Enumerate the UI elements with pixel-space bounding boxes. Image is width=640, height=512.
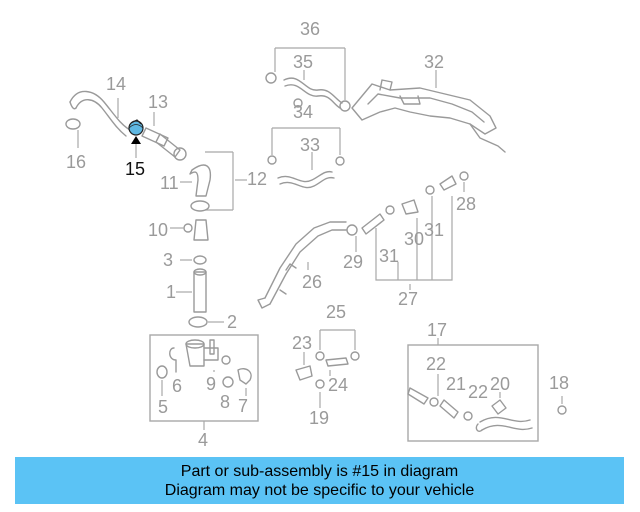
- callout-10: 10: [148, 220, 168, 240]
- callout-18: 18: [549, 373, 569, 393]
- callout-15: 15: [125, 159, 145, 179]
- coolant-pipe-middle: [257, 171, 469, 309]
- callout-30: 30: [404, 229, 424, 249]
- callout-16: 16: [66, 152, 86, 172]
- info-banner: Part or sub-assembly is #15 in diagram D…: [15, 457, 624, 504]
- callout-31b: 31: [424, 220, 444, 240]
- callout-21: 21: [446, 374, 466, 394]
- banner-line-2: Diagram may not be specific to your vehi…: [164, 481, 475, 499]
- callout-29: 29: [343, 252, 363, 272]
- callout-23: 23: [292, 333, 312, 353]
- callout-17: 17: [427, 320, 447, 340]
- callout-34: 34: [293, 102, 313, 122]
- callout-6: 6: [172, 376, 182, 396]
- box-17-group: [407, 338, 567, 442]
- callout-13: 13: [148, 92, 168, 112]
- callout-31a: 31: [379, 246, 399, 266]
- callout-12: 12: [247, 169, 267, 189]
- callout-9: 9: [206, 374, 216, 394]
- callout-22a: 22: [426, 354, 446, 374]
- elbow-and-pipe-stack: [170, 151, 247, 328]
- callout-11: 11: [160, 173, 179, 193]
- callout-35: 35: [293, 52, 313, 72]
- callout-20: 20: [490, 374, 510, 394]
- callout-1: 1: [166, 282, 176, 302]
- hose-assembly-left: [65, 90, 187, 161]
- callout-2: 2: [227, 312, 237, 332]
- callout-labels: 36 35 34 33 32 14 13 15 16 11 12 10 3 1 …: [66, 19, 569, 450]
- callout-25: 25: [326, 302, 346, 322]
- callout-28: 28: [456, 194, 476, 214]
- callout-24: 24: [328, 375, 348, 395]
- callout-7: 7: [238, 396, 248, 416]
- small-hose-group: [295, 329, 360, 408]
- part-32-bracket: [351, 70, 506, 153]
- callout-3: 3: [163, 250, 173, 270]
- hose-group-top: [265, 47, 351, 189]
- callout-27: 27: [398, 289, 418, 309]
- callout-5: 5: [158, 397, 168, 417]
- callout-4: 4: [198, 430, 208, 450]
- callout-32: 32: [424, 52, 444, 72]
- box-4-group: [149, 334, 259, 430]
- callout-14: 14: [106, 74, 126, 94]
- callout-19: 19: [309, 408, 329, 428]
- clamp-15-highlighted[interactable]: [128, 119, 144, 136]
- callout-22b: 22: [468, 382, 488, 402]
- callout-33: 33: [300, 135, 320, 155]
- callout-8: 8: [220, 392, 230, 412]
- callout-26: 26: [302, 272, 322, 292]
- callout-36: 36: [300, 19, 320, 39]
- banner-line-1: Part or sub-assembly is #15 in diagram: [180, 462, 459, 480]
